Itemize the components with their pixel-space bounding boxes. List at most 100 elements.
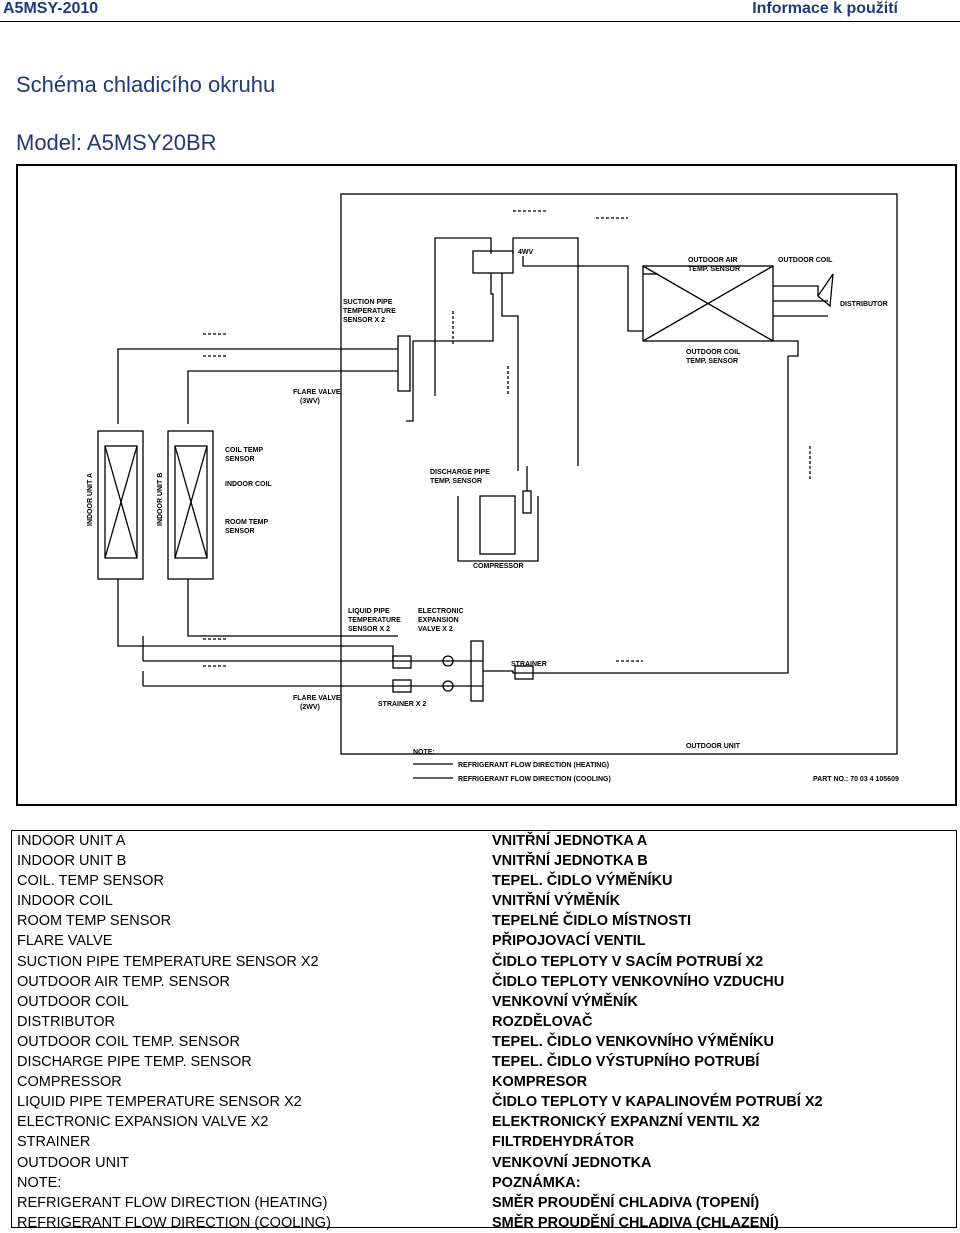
lbl-discharge-1: DISCHARGE PIPE	[430, 469, 490, 476]
ocoil-inlet	[627, 286, 643, 332]
lbl-flow-cooling: REFRIGERANT FLOW DIRECTION (COOLING)	[458, 776, 611, 783]
legend-cz-item: SMĚR PROUDĚNÍ CHLADIVA (TOPENÍ)	[492, 1194, 760, 1211]
legend-cz-item: POZNÁMKA:	[492, 1174, 581, 1191]
indoor-unit-a-box	[97, 430, 144, 580]
indoor-coil-a	[104, 445, 138, 559]
legend-en-item: DISTRIBUTOR	[17, 1013, 116, 1030]
accumulator	[522, 490, 532, 514]
lbl-eev-2: EXPANSION	[418, 617, 459, 624]
legend-en-item: INDOOR COIL	[17, 893, 113, 910]
lbl-liquid-3: SENSOR X 2	[348, 626, 390, 633]
eev-a	[442, 655, 454, 667]
legend-cz-item: SMĚR PROUDĚNÍ CHLADIVA (CHLAZENÍ)	[492, 1214, 779, 1231]
lbl-flare2-2: (2WV)	[300, 704, 320, 711]
legend-en-item: OUTDOOR COIL	[17, 993, 129, 1010]
compressor-base	[457, 496, 539, 562]
legend-cz-item: TEPEL. ČIDLO VÝMĚNÍKU	[492, 873, 673, 890]
lbl-oct-2: TEMP. SENSOR	[686, 358, 738, 365]
page-title: Schéma chladicího okruhu	[16, 72, 276, 97]
refrigerant-circuit-diagram: SUCTION PIPE TEMPERATURE SENSOR X 2 FLAR…	[16, 164, 957, 806]
lbl-flare3-2: (3WV)	[300, 398, 320, 405]
lbl-suction-3: SENSOR X 2	[343, 317, 385, 324]
ocoil-cross2	[642, 265, 774, 342]
suction-header	[397, 335, 411, 392]
legend-cz-item: VNITŘNÍ VÝMĚNÍK	[492, 893, 621, 910]
strainer-main	[514, 665, 534, 680]
legend-en-item: ELECTRONIC EXPANSION VALVE X2	[17, 1114, 269, 1131]
legend-cz-item: ROZDĚLOVAČ	[492, 1013, 593, 1030]
dist-return	[773, 340, 799, 357]
legend-cz-item: ELEKTRONICKÝ EXPANZNÍ VENTIL X2	[492, 1114, 760, 1131]
legend-cz-item: KOMPRESOR	[492, 1074, 588, 1091]
coil-a-cross2	[104, 445, 138, 559]
indoor-coil-b	[174, 445, 208, 559]
lbl-strainer: STRAINER	[511, 661, 547, 668]
legend-en-item: SUCTION PIPE TEMPERATURE SENSOR X2	[17, 953, 319, 970]
lbl-oat-1: OUTDOOR AIR	[688, 257, 738, 264]
liquid-header	[470, 640, 484, 702]
lbl-discharge-2: TEMP. SENSOR	[430, 478, 482, 485]
section-name: Informace k použití	[752, 0, 898, 17]
lbl-distributor: DISTRIBUTOR	[840, 301, 888, 308]
lbl-indoor-a: INDOOR UNIT A	[87, 473, 94, 526]
lbl-compressor: COMPRESSOR	[473, 563, 524, 570]
legend-cz-item: ČIDLO TEPLOTY V SACÍM POTRUBÍ X2	[492, 953, 764, 970]
legend-en-item: COMPRESSOR	[17, 1074, 122, 1091]
strainer-b	[392, 679, 412, 693]
pipe-unit-a-bottom	[117, 579, 394, 661]
outdoor-unit-outline	[340, 193, 898, 755]
legend-cz-item: VNITŘNÍ JEDNOTKA A	[492, 833, 648, 849]
legend-cz-item: TEPEL. ČIDLO VÝSTUPNÍHO POTRUBÍ	[492, 1054, 760, 1071]
lbl-room-temp-2: SENSOR	[225, 528, 255, 535]
legend-en-item: NOTE:	[17, 1174, 62, 1191]
lbl-flare2-1: FLARE VALVE	[293, 695, 341, 702]
lbl-strainer-x2: STRAINER X 2	[378, 701, 426, 708]
lbl-indoor-b: INDOOR UNIT B	[157, 473, 164, 526]
legend-czech-column: VNITŘNÍ JEDNOTKA A VNITŘNÍ JEDNOTKA B TE…	[492, 831, 823, 1233]
header-divider	[0, 21, 960, 22]
legend-en-item: INDOOR UNIT A	[17, 833, 126, 849]
legend-cz-item: VNITŘNÍ JEDNOTKA B	[492, 853, 648, 870]
lbl-suction-2: TEMPERATURE	[343, 308, 396, 315]
pipe-unit-b-top	[187, 370, 333, 424]
legend-cz-item: ČIDLO TEPLOTY V KAPALINOVÉM POTRUBÍ X2	[492, 1094, 823, 1111]
lbl-eev-1: ELECTRONIC	[418, 608, 464, 615]
coil-b-cross2	[174, 445, 208, 559]
page-header: A5MSY-2010 Informace k použití	[0, 0, 960, 22]
legend-cz-item: PŘIPOJOVACÍ VENTIL	[492, 933, 646, 950]
diagram-svg: SUCTION PIPE TEMPERATURE SENSOR X 2 FLAR…	[87, 193, 899, 783]
distributor-shape	[817, 273, 834, 308]
four-way-valve	[472, 250, 514, 274]
lbl-part-no: PART NO.: 70 03 4 105609	[813, 776, 899, 783]
legend-en-item: REFRIGERANT FLOW DIRECTION (HEATING)	[17, 1194, 328, 1211]
pipe-4wv-left	[434, 237, 492, 396]
liquid-main-line	[483, 356, 789, 674]
pipe-4wv-to-coil	[522, 256, 629, 286]
dist-line-1	[773, 285, 819, 296]
lbl-coil-temp-2: SENSOR	[225, 456, 255, 463]
pipe-4wv-right	[512, 237, 579, 466]
outdoor-coil-box	[642, 265, 774, 342]
eev-b	[442, 680, 454, 692]
lbl-flare3-1: FLARE VALVE	[293, 389, 341, 396]
legend-en-item: COIL. TEMP SENSOR	[17, 873, 164, 890]
legend-en-item: STRAINER	[17, 1134, 91, 1151]
indoor-unit-b-box	[167, 430, 214, 580]
pipe-4wv-to-compressor	[501, 273, 519, 471]
strainer-a	[392, 655, 412, 669]
legend-en-item: DISCHARGE PIPE TEMP. SENSOR	[17, 1054, 252, 1071]
lbl-liquid-1: LIQUID PIPE	[348, 608, 390, 615]
lbl-coil-temp-1: COIL TEMP	[225, 447, 263, 454]
legend-cz-item: VENKOVNÍ JEDNOTKA	[492, 1154, 652, 1171]
lbl-indoor-coil: INDOOR COIL	[225, 481, 272, 488]
lbl-4wv: 4WV	[518, 249, 534, 256]
lbl-suction-1: SUCTION PIPE	[343, 299, 393, 306]
legend-english-column: INDOOR UNIT A INDOOR UNIT B COIL. TEMP S…	[17, 831, 331, 1233]
compressor-body	[479, 495, 516, 555]
lbl-flow-heating: REFRIGERANT FLOW DIRECTION (HEATING)	[458, 762, 609, 769]
lbl-liquid-2: TEMPERATURE	[348, 617, 401, 624]
legend-table: INDOOR UNIT A INDOOR UNIT B COIL. TEMP S…	[11, 830, 957, 1231]
lbl-eev-3: VALVE X 2	[418, 626, 453, 633]
lbl-oat-2: TEMP. SENSOR	[688, 266, 740, 273]
legend-en-item: OUTDOOR AIR TEMP. SENSOR	[17, 973, 230, 990]
